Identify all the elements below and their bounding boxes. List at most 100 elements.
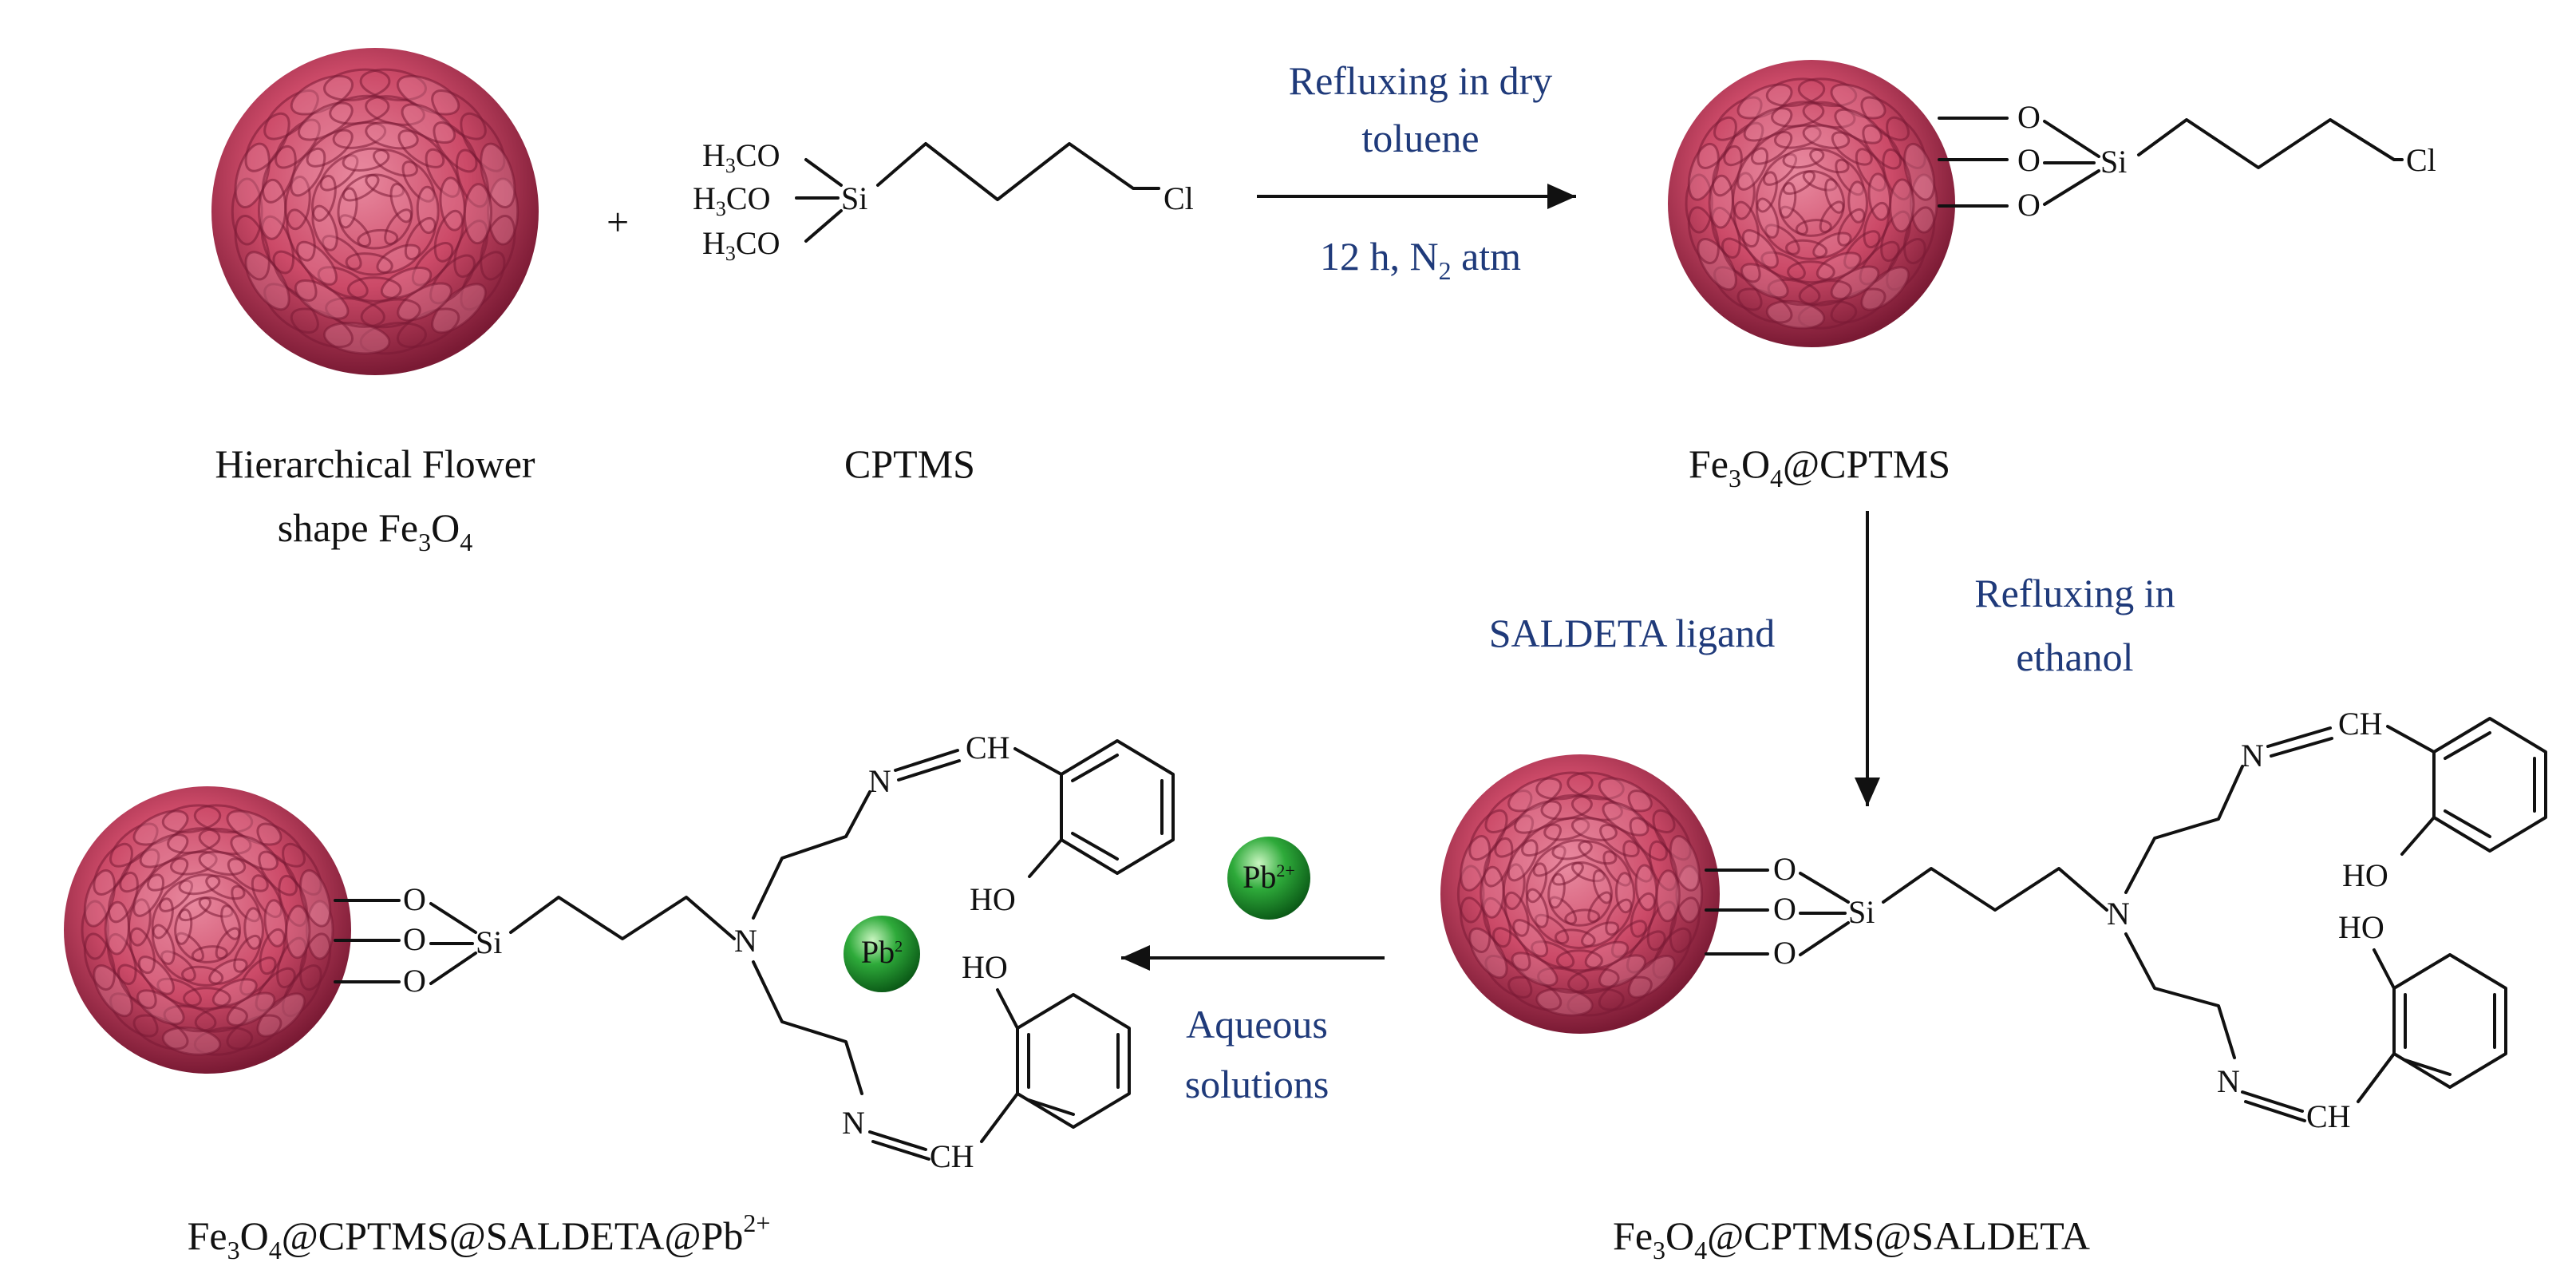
flower-petal — [1797, 299, 1858, 330]
flower-petal — [1675, 865, 1704, 924]
flower-petal — [345, 252, 393, 276]
flower-petal — [1830, 287, 1887, 324]
flower-petal — [1605, 898, 1633, 936]
flower-petal — [132, 873, 164, 917]
flower-petal — [1855, 148, 1887, 192]
svg-text:Refluxing in dry: Refluxing in dry — [1289, 58, 1553, 103]
flower-petal — [487, 177, 520, 246]
flower-petal — [226, 1014, 282, 1051]
svg-text:HO: HO — [970, 881, 1016, 917]
flower-petal — [1551, 861, 1584, 886]
svg-text:CH: CH — [930, 1138, 974, 1174]
flower-petal — [376, 243, 421, 275]
product2-label: Fe3O4@CPTMS@SALDETA — [1613, 1213, 2090, 1264]
flower-petal — [1773, 124, 1822, 149]
flower-petal — [332, 121, 387, 149]
flower-petal — [317, 266, 369, 299]
flower-petal — [1598, 975, 1653, 1011]
svg-text:O: O — [403, 921, 426, 957]
flower-petal — [244, 251, 290, 311]
svg-text:Aqueous: Aqueous — [1186, 1002, 1328, 1047]
flower-petal — [1802, 169, 1838, 192]
svg-text:SALDETA ligand: SALDETA ligand — [1489, 611, 1775, 655]
flower-petal — [251, 874, 283, 919]
flower-petal — [389, 183, 413, 224]
flower-petal — [433, 209, 464, 263]
flower-petal — [1521, 823, 1562, 857]
flower-petal — [296, 240, 338, 286]
flower-petal — [1837, 208, 1866, 247]
svg-text:HO: HO — [2338, 909, 2384, 945]
flower-petal — [323, 68, 391, 101]
flower-petal — [1824, 178, 1846, 214]
svg-text:CH: CH — [2306, 1098, 2351, 1134]
flower-petal — [1795, 219, 1832, 237]
flower-petal — [156, 977, 202, 1007]
flower-petal — [1655, 869, 1681, 923]
flower-petal — [1736, 147, 1768, 191]
flower-petal — [1687, 206, 1720, 265]
flower-petal — [1736, 83, 1793, 120]
flower-petal — [1512, 919, 1549, 958]
flower-petal — [290, 147, 326, 197]
flower-petal — [425, 148, 460, 198]
flower-petal — [239, 956, 277, 996]
flower-petal — [231, 177, 263, 246]
flower-petal — [319, 154, 359, 192]
flower-petal — [347, 276, 402, 303]
flower-petal — [1535, 771, 1594, 801]
svg-text:O: O — [1773, 851, 1796, 887]
flower-petal — [198, 896, 234, 918]
svg-text:ethanol: ethanol — [2016, 635, 2133, 679]
flower-petal — [1525, 888, 1549, 928]
flower-petal — [1551, 839, 1593, 861]
svg-text:N: N — [734, 923, 757, 959]
flower-petal — [373, 148, 418, 177]
flower-petal — [1889, 178, 1915, 233]
flower-petal — [359, 322, 427, 355]
flower-petal — [460, 112, 506, 172]
flower-petal — [208, 958, 248, 985]
plus-sign: + — [606, 200, 629, 244]
flower-petal — [1755, 197, 1780, 239]
flower-petal — [215, 927, 241, 960]
flower-petal — [401, 160, 436, 203]
flower-petal — [1812, 231, 1852, 259]
flower-petal — [231, 884, 261, 923]
svg-text:Si: Si — [2100, 144, 2127, 180]
flower-petal — [83, 932, 116, 991]
flower-petal — [1819, 200, 1845, 234]
flower-petal — [220, 904, 242, 940]
svg-text:N: N — [2241, 738, 2264, 774]
flower-petal — [234, 142, 271, 208]
step2-arrow-group: SALDETA ligand Refluxing in ethanol — [1489, 511, 2175, 806]
flower-petal — [1610, 920, 1648, 959]
flower-petal — [1502, 863, 1526, 911]
flower-petal — [1782, 170, 1815, 196]
flower-petal — [1630, 892, 1657, 938]
flower-petal — [404, 216, 437, 261]
flower-petal — [306, 900, 334, 960]
flower-petal — [397, 307, 460, 349]
flower-petal — [191, 945, 228, 964]
flower-petal — [380, 267, 433, 299]
flower-petal — [310, 174, 337, 222]
flower-petal — [161, 804, 222, 834]
flower-petal — [1570, 817, 1618, 841]
flower-petal — [1785, 239, 1828, 260]
flower-petal — [342, 147, 390, 172]
svg-text:HO: HO — [962, 949, 1008, 985]
svg-text:Pb2: Pb2 — [861, 934, 903, 970]
flower-petal — [1531, 940, 1575, 969]
flower-petal — [311, 204, 338, 251]
flower-petal — [1779, 205, 1808, 235]
flower-petal — [211, 978, 258, 1007]
svg-text:CH: CH — [2338, 706, 2383, 742]
flower-petal — [132, 809, 189, 846]
flower-petal — [286, 208, 316, 262]
flower-petal — [81, 900, 109, 960]
flower-petal — [285, 904, 311, 960]
cptms-molecule: H3CO H3CO H3CO Si Cl — [693, 137, 1194, 265]
flower-petal — [1581, 921, 1620, 948]
